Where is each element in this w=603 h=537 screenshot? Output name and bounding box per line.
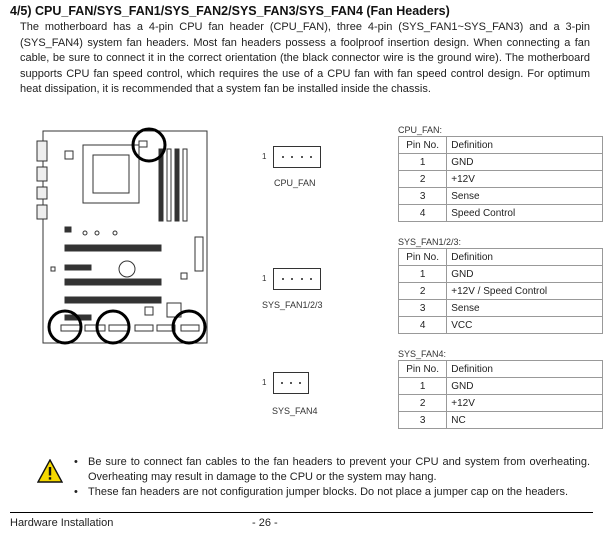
note-item: These fan headers are not configuration … [72,485,590,500]
footer-section: Hardware Installation [10,517,114,529]
sys-fan-123-connector: 1 SYS_FAN1/2/3 [262,264,352,314]
table-row: 2+12V [397,170,603,188]
pin-cell: 2 [397,170,448,188]
header-cell: Definition [446,360,603,378]
pin-one-label: 1 [262,152,267,161]
header-cell: Definition [446,136,603,154]
header-cell: Pin No. [397,360,448,378]
definition-cell: +12V [446,394,603,412]
motherboard-diagram [36,127,208,345]
table-header-row: Pin No.Definition [397,248,603,266]
pin-one-label: 1 [262,274,267,283]
pin-cell: 3 [397,187,448,205]
pin-one-label: 1 [262,378,267,387]
definition-cell: Speed Control [446,204,603,222]
definition-cell: Sense [446,299,603,317]
warning-icon [37,459,63,483]
description-paragraph: The motherboard has a 4-pin CPU fan head… [20,21,590,96]
pin-cell: 3 [397,411,448,429]
header-cell: Pin No. [397,136,448,154]
section-heading: 4/5) CPU_FAN/SYS_FAN1/SYS_FAN2/SYS_FAN3/… [10,4,450,18]
pin-cell: 1 [397,153,448,171]
header-cell: Pin No. [397,248,448,266]
pin-cell: 2 [397,394,448,412]
page-number: - 26 - [252,517,278,529]
note-item: Be sure to connect fan cables to the fan… [72,455,590,485]
pin-header-icon [273,268,321,290]
table-title-sys-fan-4: SYS_FAN4: [398,349,447,359]
table-title-sys-fan-123: SYS_FAN1/2/3: [398,237,462,247]
table-row: 2+12V [397,394,603,412]
cpu-fan-connector: 1 CPU_FAN [262,144,332,194]
definition-cell: +12V [446,170,603,188]
sys-fan-4-connector: 1 SYS_FAN4 [262,370,342,420]
header-cell: Definition [446,248,603,266]
definition-cell: GND [446,153,603,171]
connector-caption: SYS_FAN1/2/3 [262,300,323,310]
pin-header-icon [273,372,309,394]
definition-cell: Sense [446,187,603,205]
definition-cell: +12V / Speed Control [446,282,603,300]
table-header-row: Pin No.Definition [397,360,603,378]
footer-divider [10,512,593,513]
table-row: 2+12V / Speed Control [397,282,603,300]
table-title-cpu-fan: CPU_FAN: [398,125,443,135]
definition-cell: NC [446,411,603,429]
pin-cell: 1 [397,377,448,395]
pin-cell: 4 [397,204,448,222]
connector-caption: SYS_FAN4 [272,406,318,416]
pin-cell: 3 [397,299,448,317]
warning-notes: Be sure to connect fan cables to the fan… [72,455,590,500]
definition-cell: VCC [446,316,603,334]
table-header-row: Pin No.Definition [397,136,603,154]
pin-cell: 4 [397,316,448,334]
definition-cell: GND [446,265,603,283]
pin-header-icon [273,146,321,168]
definition-cell: GND [446,377,603,395]
pin-cell: 1 [397,265,448,283]
connector-caption: CPU_FAN [274,178,316,188]
pin-cell: 2 [397,282,448,300]
